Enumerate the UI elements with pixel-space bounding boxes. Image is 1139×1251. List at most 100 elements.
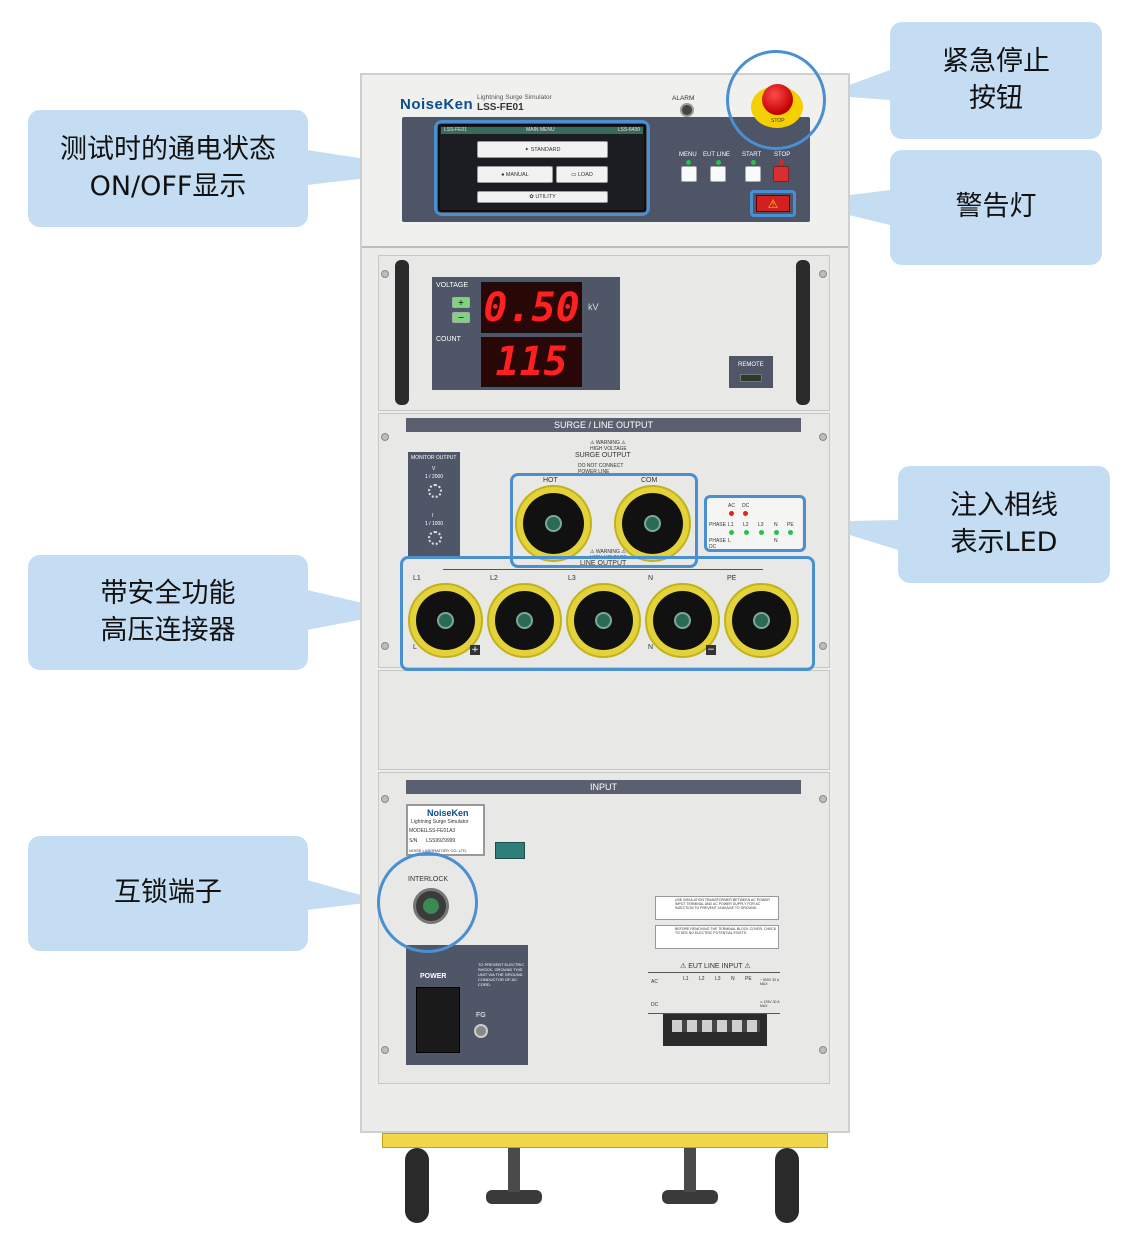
- right-handle[interactable]: [796, 260, 810, 405]
- warning-cover: BEFORE REMOVING THE TERMINAL BLOCK COVER…: [675, 927, 777, 935]
- nameplate-brand: NoiseKen: [427, 808, 469, 818]
- line-warning: ⚠ WARNING ⚠: [590, 549, 626, 555]
- remote-panel: [729, 356, 773, 388]
- base-frame: [382, 1133, 828, 1148]
- alarm-knob[interactable]: [680, 103, 694, 117]
- terminal-screws: [672, 1020, 760, 1032]
- l3-led-label: L3: [758, 522, 764, 528]
- rack-screw: [819, 433, 827, 441]
- right-leveling-foot: [662, 1190, 718, 1204]
- voltage-up-button[interactable]: +: [452, 297, 470, 308]
- pe-connector-pin: [753, 612, 770, 629]
- hot-connector-pin: [545, 515, 562, 532]
- n-connector-pin: [674, 612, 691, 629]
- nameplate-product: Lightning Surge Simulator: [411, 819, 469, 825]
- callout-warning-lamp: 警告灯: [890, 150, 1102, 265]
- line-label-l3: L3: [568, 575, 576, 582]
- input-title: INPUT: [406, 780, 801, 794]
- surge-high-voltage: HIGH VOLTAGE: [590, 446, 627, 452]
- nameplate-maker: NOISE LABORATORY CO.,LTD.: [409, 848, 468, 853]
- n-led: [774, 530, 779, 535]
- n-led-label-2: N: [774, 538, 778, 544]
- lcd-header-left: LSS-FE01: [444, 127, 468, 133]
- hot-label: HOT: [543, 477, 558, 484]
- count-display: 115: [481, 337, 582, 387]
- lcd-utility-button[interactable]: ✿ UTILITY: [477, 191, 608, 203]
- voltage-display: 0.50: [481, 282, 582, 333]
- monitor-title: MONITOR OUTPUT: [411, 455, 457, 461]
- rack-screw: [381, 270, 389, 278]
- callout-phase-led: 注入相线表示LED: [898, 466, 1110, 583]
- voltage-label: VOLTAGE: [436, 282, 469, 289]
- eut-col-l2: L2: [699, 976, 705, 982]
- surge-line-output-title: SURGE / LINE OUTPUT: [406, 418, 801, 432]
- left-handle[interactable]: [395, 260, 409, 405]
- rack-screw: [381, 1046, 389, 1054]
- minus-box: −: [706, 645, 716, 655]
- menu-button[interactable]: [681, 166, 697, 182]
- callout-lcd-line2: ON/OFF显示: [89, 170, 247, 202]
- warning-lamp-icon: ⚠: [767, 196, 779, 211]
- menu-label: MENU: [679, 152, 697, 158]
- phase-led-highlight: [704, 495, 806, 552]
- monitor-i-connector[interactable]: [428, 531, 442, 545]
- eut-rating-dc: ═ 125V 30 A MAX: [760, 1000, 780, 1008]
- l3-led: [759, 530, 764, 535]
- eut-rating-ac: ~ 500V 30 A MAX: [760, 978, 779, 986]
- line-label-n: N: [648, 575, 654, 582]
- l-polarity-label: L: [413, 644, 417, 651]
- callout-hv-connector: 带安全功能高压连接器: [28, 555, 308, 670]
- lcd-standard-button[interactable]: ✦ STANDARD: [477, 141, 608, 158]
- n-polarity-label: N: [648, 644, 654, 651]
- eut-line-input-label: ⚠ EUT LINE INPUT ⚠: [680, 963, 751, 970]
- monitor-v-connector[interactable]: [428, 484, 442, 498]
- l2-led: [744, 530, 749, 535]
- eut-line-button[interactable]: [710, 166, 726, 182]
- callout-lcd-line1: 测试时的通电状态: [60, 134, 276, 166]
- power-inlet[interactable]: [416, 987, 460, 1053]
- lcd-header-right: LSS-6430: [617, 127, 640, 133]
- fg-terminal[interactable]: [474, 1024, 488, 1038]
- lcd-load-button[interactable]: ▭ LOAD: [556, 166, 608, 183]
- interlock-highlight: [377, 852, 478, 953]
- warning-cover-box: [655, 925, 779, 949]
- stop-button[interactable]: [773, 166, 789, 182]
- rack-screw: [819, 1046, 827, 1054]
- callout-estop-line1: 紧急停止: [942, 46, 1050, 78]
- eut-col-l3: L3: [715, 976, 721, 982]
- stop-led: [779, 160, 784, 165]
- ac-led-label: AC: [728, 503, 735, 509]
- l2-led-label: L2: [743, 522, 749, 528]
- l2-connector-pin: [516, 612, 533, 629]
- eut-col-l1: L1: [683, 976, 689, 982]
- lcd-manual-button[interactable]: ♠ MANUAL: [477, 166, 553, 183]
- monitor-v: V: [432, 466, 436, 472]
- start-button[interactable]: [745, 166, 761, 182]
- dc-label-2: DC: [709, 544, 717, 550]
- nameplate-model-label: MODEL: [409, 828, 427, 834]
- eut-ac-label: AC: [651, 979, 658, 985]
- pe-led-label: PE: [787, 522, 794, 528]
- eut-col-pe: PE: [745, 976, 752, 982]
- voltage-down-button[interactable]: −: [452, 312, 470, 323]
- line-output-label: LINE OUTPUT: [580, 560, 627, 567]
- remote-port[interactable]: [740, 374, 762, 382]
- com-label: COM: [641, 477, 658, 484]
- surge-output-label: SURGE OUTPUT: [575, 452, 631, 459]
- rack-screw: [381, 795, 389, 803]
- n-led-label: N: [774, 522, 778, 528]
- callout-hv-line1: 带安全功能: [100, 578, 236, 610]
- certification-label: [495, 842, 525, 859]
- callout-phase-line1: 注入相线: [950, 490, 1058, 522]
- warning-lamp-highlight: [750, 190, 796, 217]
- surge-warning: ⚠ WARNING ⚠: [590, 440, 626, 446]
- phase-label-2: PHASE: [709, 538, 726, 544]
- line-label-l1: L1: [413, 575, 421, 582]
- left-leveling-foot: [486, 1190, 542, 1204]
- estop-highlight: [726, 50, 826, 150]
- blank-panel: [378, 670, 830, 770]
- model-name: LSS-FE01: [477, 102, 524, 113]
- warning-transformer: USE INSULATION TRANSFORMER BETWEEN AC PO…: [675, 898, 770, 910]
- product-line: Lightning Surge Simulator: [477, 94, 552, 101]
- warning-lamp: ⚠: [756, 195, 790, 212]
